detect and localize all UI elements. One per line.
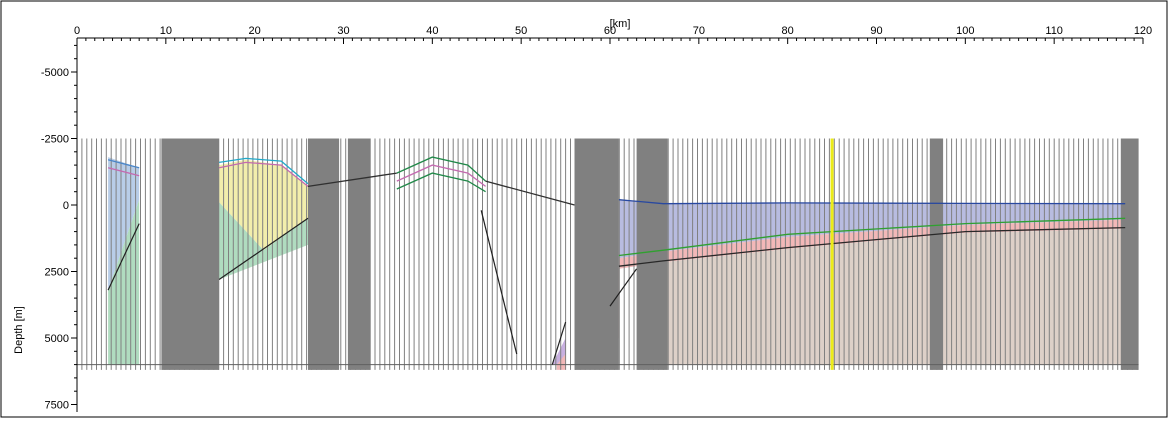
fault-line-2	[480, 210, 518, 355]
dense-trace-block-1	[308, 138, 340, 370]
fault-line-4	[609, 268, 638, 307]
y-tick-label-1: -2500	[41, 134, 69, 146]
x-tick-label-11: 110	[1045, 25, 1063, 37]
horizon-4	[396, 156, 487, 182]
x-tick-label-8: 80	[782, 25, 794, 37]
x-axis-unit-label: [km]	[610, 18, 631, 30]
layer-5	[618, 219, 1126, 269]
horizon-8	[618, 217, 1126, 257]
x-tick-label-10: 100	[956, 25, 974, 37]
horizon-2	[219, 157, 309, 185]
horizon-0	[107, 159, 140, 169]
horizons-group	[107, 156, 1126, 267]
dense-trace-block-6	[1120, 138, 1139, 370]
horizon-10	[485, 180, 575, 206]
dense-trace-block-4	[636, 138, 668, 370]
fault-line-0	[107, 223, 140, 291]
y-tick-label-2: 0	[63, 200, 69, 212]
y-tick-label-3: 2500	[45, 267, 69, 279]
y-axis-label: Depth [m]	[13, 306, 25, 354]
dense-trace-block-2	[347, 138, 371, 370]
x-tick-label-9: 90	[870, 25, 882, 37]
horizon-1	[107, 167, 140, 177]
horizon-6	[396, 172, 486, 193]
fault-line-1	[218, 217, 309, 280]
y-tick-label-0: -5000	[41, 67, 69, 79]
horizon-3	[218, 161, 309, 187]
layer-3	[219, 202, 308, 280]
x-tick-label-3: 30	[337, 25, 349, 37]
layer-2	[219, 159, 308, 251]
traces-group	[76, 138, 1139, 370]
x-tick-label-4: 40	[426, 25, 438, 37]
x-tick-label-0: 0	[74, 25, 80, 37]
x-tick-label-12: 120	[1134, 25, 1152, 37]
y-tick-label-5: 7500	[45, 400, 69, 412]
x-tick-label-1: 10	[160, 25, 172, 37]
dense-trace-block-3	[574, 138, 619, 370]
x-tick-label-7: 70	[693, 25, 705, 37]
x-tick-label-2: 20	[249, 25, 261, 37]
horizon-9	[618, 226, 1126, 267]
dense-trace-block-5	[929, 138, 944, 370]
fault-line-3	[551, 321, 567, 365]
horizon-5	[396, 164, 486, 187]
axes-group: 0 10 20 30 40 50 60 70 80 90 100 110 120 -5000 -2500 0 2…	[41, 25, 1152, 412]
horizon-7	[618, 199, 1126, 205]
horizon-11	[307, 172, 397, 188]
dense-trace-block-0	[161, 138, 220, 370]
x-tick-label-6: 60	[604, 25, 616, 37]
x-tick-label-5: 50	[515, 25, 527, 37]
faults-group	[107, 138, 834, 370]
y-tick-label-4: 5000	[45, 333, 69, 345]
